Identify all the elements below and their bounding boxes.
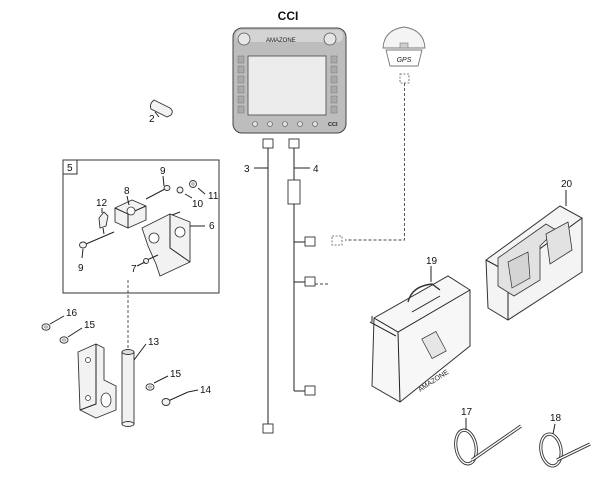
- callout-7: 7: [131, 264, 137, 275]
- mounting-bracket: [77, 343, 117, 419]
- part-2-cap: [149, 99, 173, 118]
- foam-insert: [485, 205, 583, 321]
- callout-18: 18: [550, 413, 562, 424]
- mounting-pipe: [121, 349, 135, 427]
- callout-8: 8: [124, 186, 130, 197]
- bracket-kit-box: [62, 159, 220, 294]
- cable-4: [287, 138, 328, 396]
- cable-3: [254, 138, 274, 434]
- bolt-14: [161, 391, 189, 406]
- callout-6: 6: [209, 221, 215, 232]
- cci-terminal: AMAZONE CCI: [232, 27, 347, 134]
- diagram-title: CCI: [278, 9, 299, 23]
- terminal-model: CCI: [328, 122, 338, 128]
- gps-label: GPS: [397, 57, 412, 64]
- callout-2: 2: [149, 114, 155, 125]
- bracket-parts: [79, 180, 197, 277]
- callout-5: 5: [67, 163, 73, 174]
- washers: [41, 323, 155, 391]
- callout-9-top: 9: [160, 166, 166, 177]
- callout-11: 11: [208, 191, 219, 202]
- callout-13: 13: [148, 337, 160, 348]
- callout-20: 20: [561, 179, 573, 190]
- callout-14: 14: [200, 385, 212, 396]
- carry-case: AMAZONE: [369, 275, 471, 403]
- callout-10: 10: [192, 199, 204, 210]
- terminal-brand: AMAZONE: [266, 38, 296, 44]
- callout-4: 4: [313, 164, 319, 175]
- callout-15-left: 15: [84, 320, 96, 331]
- callout-17: 17: [461, 407, 473, 418]
- callout-16: 16: [66, 308, 78, 319]
- cable-tie-18: [539, 432, 591, 468]
- callout-19: 19: [426, 256, 438, 267]
- gps-receiver: GPS: [382, 26, 426, 67]
- callout-3: 3: [244, 164, 250, 175]
- cable-tie-17: [454, 424, 522, 466]
- gps-cable: [331, 73, 410, 246]
- callout-12: 12: [96, 198, 108, 209]
- callout-9-bottom: 9: [78, 263, 84, 274]
- callout-15-right: 15: [170, 369, 182, 380]
